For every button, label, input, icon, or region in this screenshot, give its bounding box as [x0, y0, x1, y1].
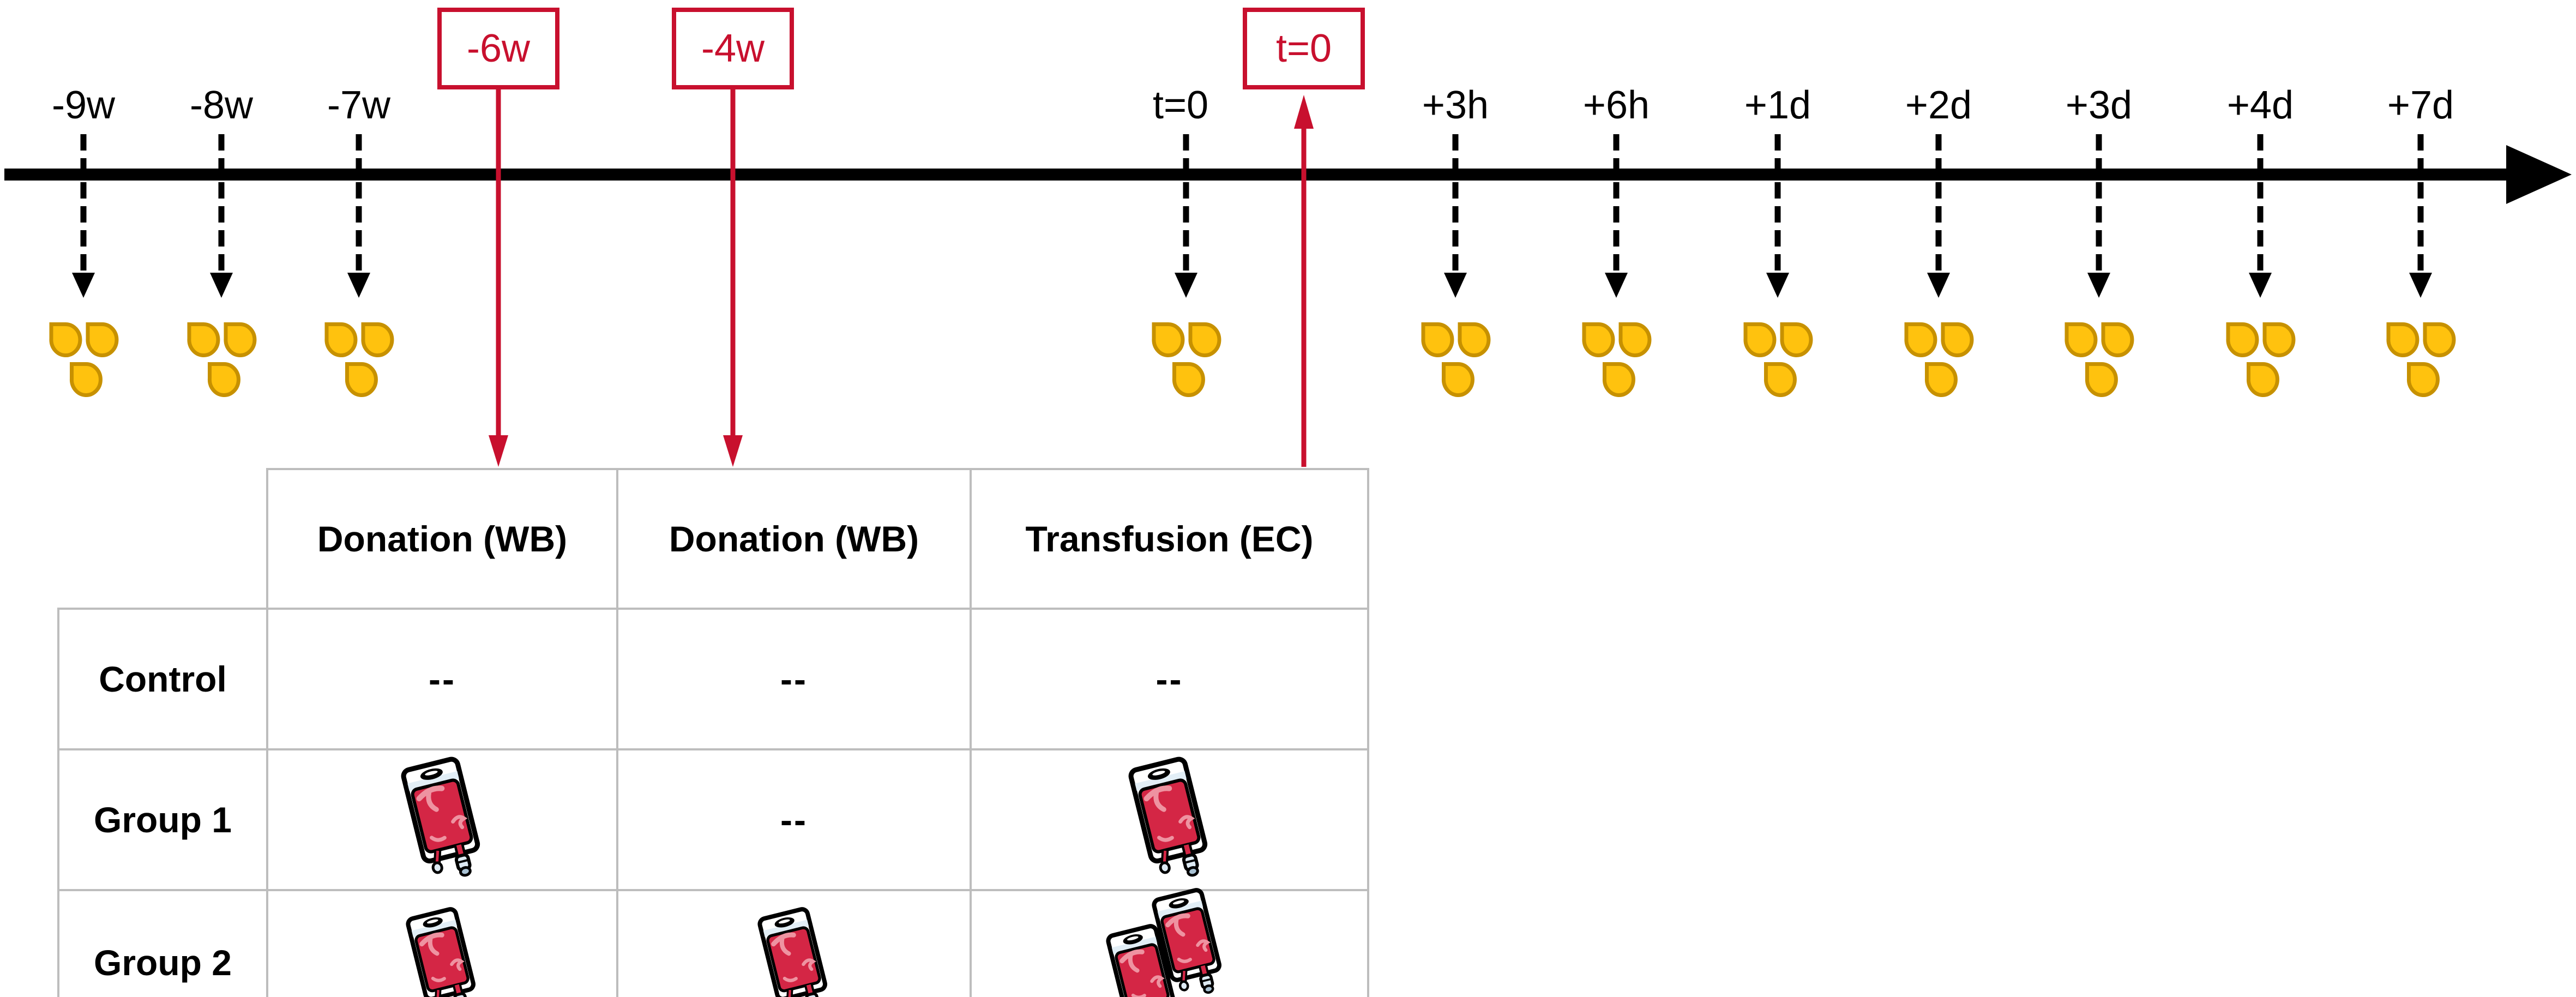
down-arrowhead-icon [723, 435, 743, 467]
schedule-table-wrap: Donation (WB) Donation (WB) Transfusion … [57, 468, 1369, 997]
tick-label-plus1d: +1d [1744, 83, 1811, 127]
dashed-arrow-icon [210, 134, 233, 298]
blood-drops-icon [2228, 325, 2294, 395]
blood-bag-icon [401, 905, 483, 997]
table-header-row: Donation (WB) Donation (WB) Transfusion … [58, 468, 1369, 610]
blood-samples [51, 325, 2454, 395]
row-label-control: Control [57, 608, 268, 750]
table-row-control: Control -- -- -- [57, 608, 1369, 750]
schedule-table: Donation (WB) Donation (WB) Transfusion … [57, 468, 1369, 997]
tick-label-minus8w: -8w [189, 83, 253, 127]
cell-group2-transfusion [970, 890, 1369, 997]
axis-arrowhead-icon [2506, 145, 2572, 204]
cell-group1-donation1 [266, 748, 618, 891]
tick-label-plus4d: +4d [2226, 83, 2294, 127]
event-flag-t0: t=0 [1243, 8, 1365, 89]
time-axis [4, 145, 2572, 204]
dashed-arrow-icon [1766, 134, 1789, 298]
down-arrowhead-icon [489, 435, 508, 467]
table-corner-spacer [58, 469, 267, 609]
up-arrowhead-icon [1294, 95, 1314, 129]
tick-label-plus6h: +6h [1582, 83, 1650, 127]
cell-control-donation2: -- [616, 608, 972, 750]
column-header-donation-2: Donation (WB) [616, 468, 972, 610]
event-flag-minus4w: -4w [672, 8, 794, 89]
column-header-donation-1: Donation (WB) [266, 468, 618, 610]
blood-drops-icon [2067, 325, 2132, 395]
blood-drops-icon [189, 325, 255, 395]
tick-label-minus9w: -9w [51, 83, 115, 127]
double-blood-bag-group [1102, 886, 1238, 997]
tick-label-plus7d: +7d [2387, 83, 2454, 127]
row-label-group2: Group 2 [57, 889, 268, 997]
sampling-arrows [72, 134, 2432, 298]
tick-label-minus7w: -7w [327, 83, 390, 127]
tick-label-plus3h: +3h [1422, 83, 1489, 127]
dashed-arrow-icon [1175, 134, 1197, 298]
table-row-group1: Group 1 -- [57, 748, 1369, 891]
tick-label-plus2d: +2d [1905, 83, 1972, 127]
blood-drops-icon [1746, 325, 1811, 395]
dashed-arrow-icon [1927, 134, 1950, 298]
blood-bag-icon [1123, 754, 1216, 885]
cell-control-transfusion: -- [970, 608, 1369, 750]
blood-bag-icon [396, 754, 489, 885]
tick-label-t0: t=0 [1152, 83, 1209, 127]
blood-drops-icon [327, 325, 392, 395]
event-arrow-minus6w [489, 89, 508, 467]
blood-drops-icon [2388, 325, 2454, 395]
dashed-arrow-icon [1444, 134, 1467, 298]
blood-drops-icon [1906, 325, 1972, 395]
dashed-arrow-icon [2249, 134, 2272, 298]
blood-bag-icon [1102, 922, 1183, 997]
dashed-arrow-icon [72, 134, 95, 298]
cell-control-donation1: -- [266, 608, 618, 750]
event-arrow-t0 [1294, 95, 1314, 467]
blood-drops-icon [1423, 325, 1489, 395]
dashed-arrow-icon [2409, 134, 2432, 298]
tick-label-plus3d: +3d [2065, 83, 2133, 127]
cell-group2-donation1 [266, 889, 618, 997]
blood-drops-icon [1154, 325, 1219, 395]
column-header-transfusion: Transfusion (EC) [970, 468, 1369, 610]
cell-group2-donation2 [616, 889, 972, 997]
event-arrow-minus4w [723, 89, 743, 467]
dashed-arrow-icon [1605, 134, 1628, 298]
event-flag-minus6w: -6w [437, 8, 559, 89]
dashed-arrow-icon [347, 134, 370, 298]
blood-drops-icon [51, 325, 117, 395]
cell-group1-donation2: -- [616, 748, 972, 891]
cell-group1-transfusion [970, 748, 1369, 891]
blood-bag-icon [753, 905, 835, 997]
table-row-group2: Group 2 [57, 889, 1369, 997]
row-label-group1: Group 1 [57, 748, 268, 891]
blood-drops-icon [1584, 325, 1650, 395]
dashed-arrow-icon [2087, 134, 2110, 298]
